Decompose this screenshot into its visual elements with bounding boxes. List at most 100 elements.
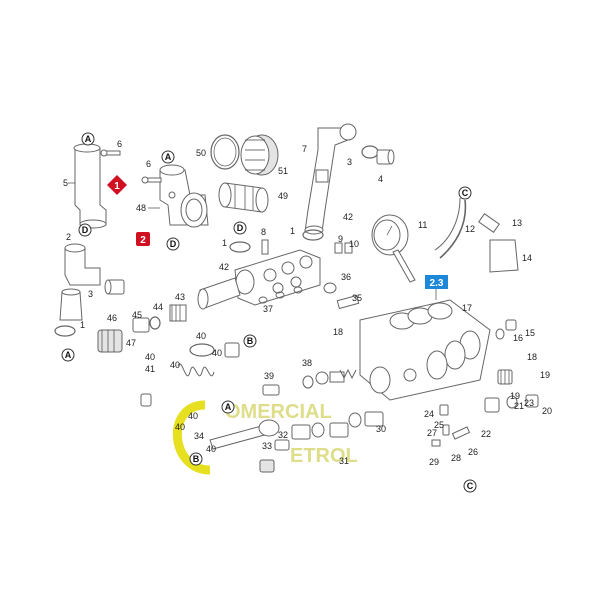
- part-number-24: 24: [424, 409, 434, 419]
- spring-40-left: [177, 363, 215, 377]
- ref-letter-circle-b: [189, 452, 203, 466]
- part-number-3: 3: [88, 289, 93, 299]
- part-number-8: 8: [261, 227, 266, 237]
- ref-letter-a: A: [165, 152, 172, 162]
- part-number-37: 37: [263, 304, 273, 314]
- badge-2-label: 2: [140, 235, 146, 246]
- o-ring-1-right: [302, 229, 324, 241]
- part-number-44: 44: [153, 302, 163, 312]
- red-badge-1: 1: [107, 175, 127, 195]
- part-number-51: 51: [278, 166, 288, 176]
- spring-18: [497, 369, 513, 385]
- red-badge-2: 2: [136, 232, 150, 246]
- valve-40-upper: [224, 342, 240, 358]
- valve-group-30-31: [291, 411, 384, 440]
- part-number-9: 9: [338, 234, 343, 244]
- ref-letter-b: B: [193, 454, 200, 464]
- manifold-42: [234, 249, 321, 306]
- part-number-38: 38: [302, 358, 312, 368]
- nut-4-left: [104, 279, 125, 295]
- part-number-28: 28: [451, 453, 461, 463]
- ref-letter-b: B: [247, 336, 254, 346]
- part-number-32: 32: [278, 430, 288, 440]
- screw-22: [451, 426, 471, 440]
- part-number-47: 47: [126, 338, 136, 348]
- part-number-10: 10: [349, 239, 359, 249]
- pressure-gauge-11: [371, 214, 416, 283]
- part-number-16: 16: [513, 333, 523, 343]
- part-number-46: 46: [107, 313, 117, 323]
- part-number-40: 40: [196, 331, 206, 341]
- part-number-18: 18: [527, 352, 537, 362]
- blue-badge-2-3: 2.3: [425, 275, 448, 300]
- small-rings-36-37: [258, 282, 337, 304]
- part-number-34: 34: [194, 431, 204, 441]
- cap-51: [240, 134, 279, 176]
- ref-letter-d: D: [82, 225, 89, 235]
- part-number-43: 43: [175, 292, 185, 302]
- part-number-35: 35: [352, 293, 362, 303]
- elbow-2: [64, 243, 101, 286]
- nut-46: [97, 329, 123, 353]
- part-number-20: 20: [542, 406, 552, 416]
- seal-group-38: [302, 368, 357, 389]
- ref-letter-circle-d: [166, 237, 180, 251]
- screw-24-25: [439, 404, 450, 436]
- insert-45: [132, 317, 150, 333]
- part-number-7: 7: [302, 144, 307, 154]
- part-number-40: 40: [188, 411, 198, 421]
- ring-23: [506, 395, 518, 409]
- part-number-33: 33: [262, 441, 272, 451]
- pipe-elbow-5: [68, 143, 107, 229]
- o-ring-1-left: [54, 325, 76, 337]
- part-number-42: 42: [219, 262, 229, 272]
- part-number-21: 21: [514, 401, 524, 411]
- part-number-18: 18: [333, 327, 343, 337]
- part-number-30: 30: [376, 424, 386, 434]
- part-number-40: 40: [206, 444, 216, 454]
- part-number-12: 12: [465, 224, 475, 234]
- part-number-14: 14: [522, 253, 532, 263]
- part-number-17: 17: [462, 303, 472, 313]
- part-number-41: 41: [145, 364, 155, 374]
- ref-letter-c: C: [467, 481, 474, 491]
- screw-6-mid: [141, 176, 162, 184]
- ring-16: [495, 328, 505, 340]
- part-number-6: 6: [146, 159, 151, 169]
- ref-letter-circle-a: [81, 132, 95, 146]
- watermark-line-2: ETROL: [290, 445, 358, 467]
- part-number-40: 40: [145, 352, 155, 362]
- part-number-50: 50: [196, 148, 206, 158]
- o-ring-1-mid: [229, 241, 251, 253]
- nut-4-top: [376, 149, 395, 165]
- ref-letter-circle-b: [243, 334, 257, 348]
- part-number-6: 6: [117, 139, 122, 149]
- rod-35: [336, 294, 360, 310]
- plug-15: [505, 319, 517, 331]
- part-number-11: 11: [418, 220, 427, 230]
- part-number-13: 13: [512, 218, 522, 228]
- part-number-3: 3: [347, 157, 352, 167]
- valve-39: [262, 384, 280, 396]
- piston-34: [209, 419, 280, 450]
- pump-head-17: [359, 299, 491, 401]
- part-number-22: 22: [481, 429, 491, 439]
- part-number-19: 19: [540, 370, 550, 380]
- part-number-4: 4: [378, 174, 383, 184]
- watermark-line-1: OMERCIAL: [225, 401, 332, 423]
- part-number-31: 31: [339, 456, 349, 466]
- ref-letter-a: A: [85, 134, 92, 144]
- part-number-27: 27: [427, 428, 437, 438]
- pin-8: [261, 239, 269, 255]
- screw-6-left: [100, 149, 121, 157]
- ref-letter-circle-c: [458, 186, 472, 200]
- housing-48: [148, 164, 209, 228]
- part-number-42: 42: [343, 212, 353, 222]
- ref-letter-circle-a: [61, 348, 75, 362]
- fitting-9-10: [334, 242, 353, 254]
- ref-letter-d: D: [237, 223, 244, 233]
- nut-33: [259, 459, 275, 473]
- ring-44: [149, 316, 161, 330]
- ref-letter-circle-a: [161, 150, 175, 164]
